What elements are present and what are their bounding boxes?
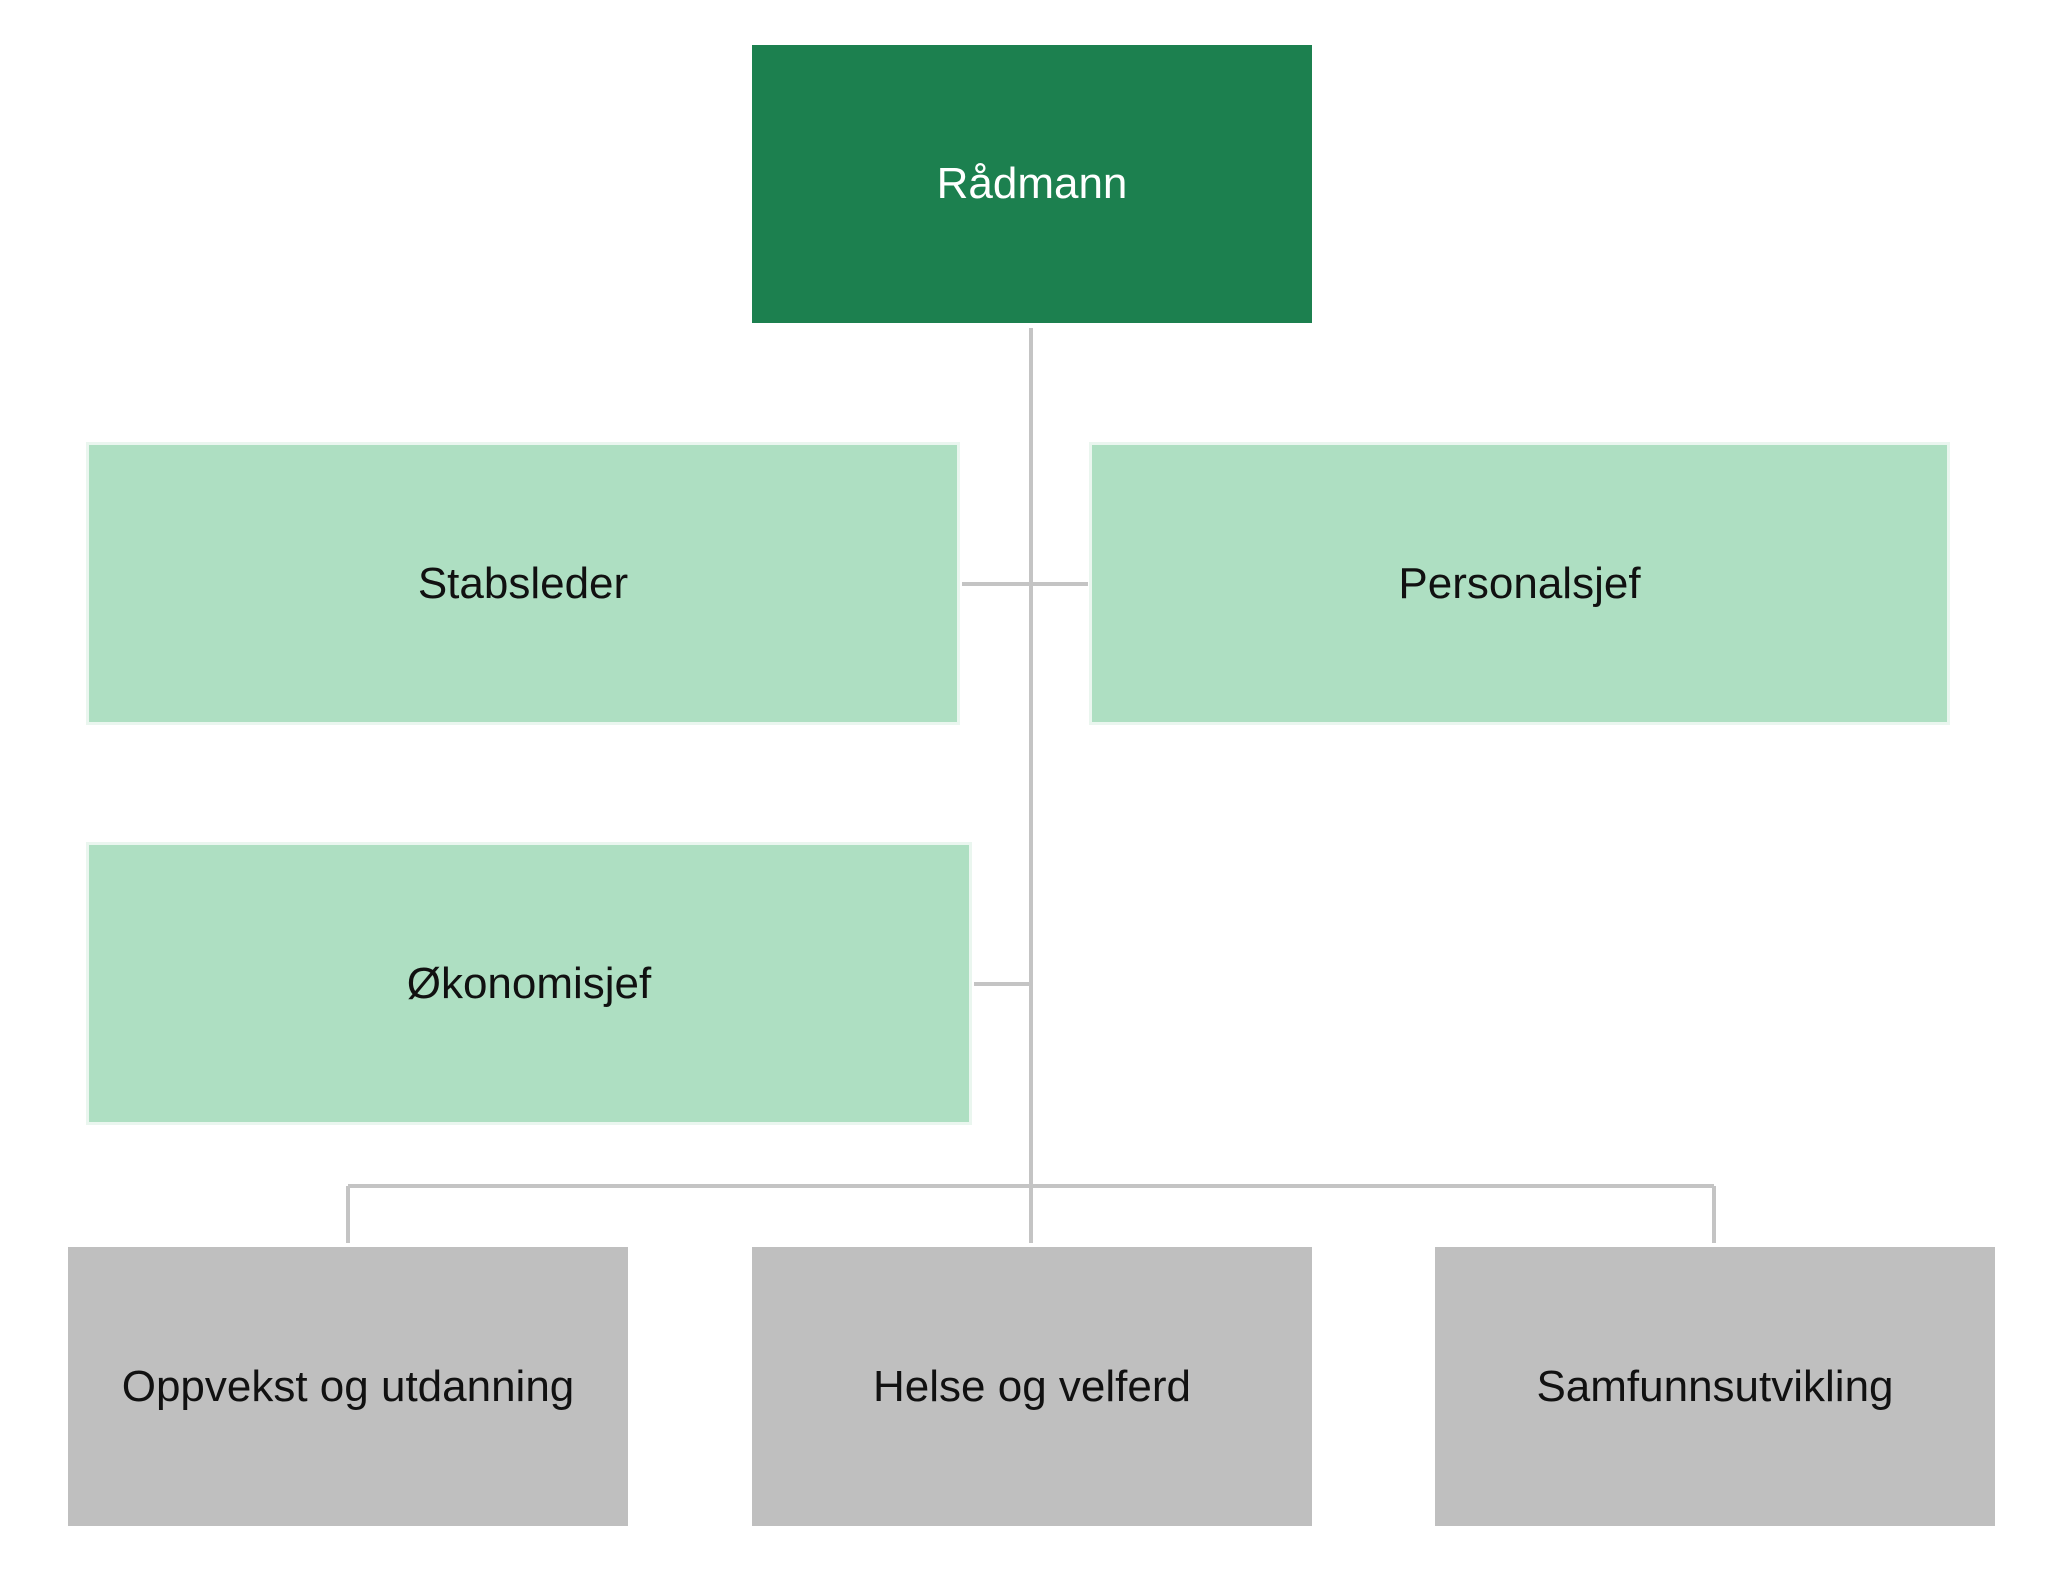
- node-radmann: Rådmann: [752, 45, 1312, 323]
- node-stabsleder: Stabsleder: [86, 442, 960, 725]
- node-okonomisjef-label: Økonomisjef: [406, 958, 652, 1008]
- node-radmann-label: Rådmann: [936, 159, 1128, 208]
- node-stabsleder-label: Stabsleder: [417, 558, 629, 608]
- node-personalsjef-label: Personalsjef: [1398, 558, 1641, 608]
- node-oppvekst-label: Oppvekst og utdanning: [121, 1361, 575, 1411]
- node-helse-og-velferd: Helse og velferd: [752, 1247, 1312, 1526]
- node-oppvekst-og-utdanning: Oppvekst og utdanning: [68, 1247, 628, 1526]
- node-samfunnsutvikling-label: Samfunnsutvikling: [1536, 1361, 1894, 1411]
- node-helse-label: Helse og velferd: [873, 1361, 1191, 1411]
- node-personalsjef: Personalsjef: [1089, 442, 1950, 725]
- node-samfunnsutvikling: Samfunnsutvikling: [1435, 1247, 1995, 1526]
- node-okonomisjef: Økonomisjef: [86, 842, 972, 1125]
